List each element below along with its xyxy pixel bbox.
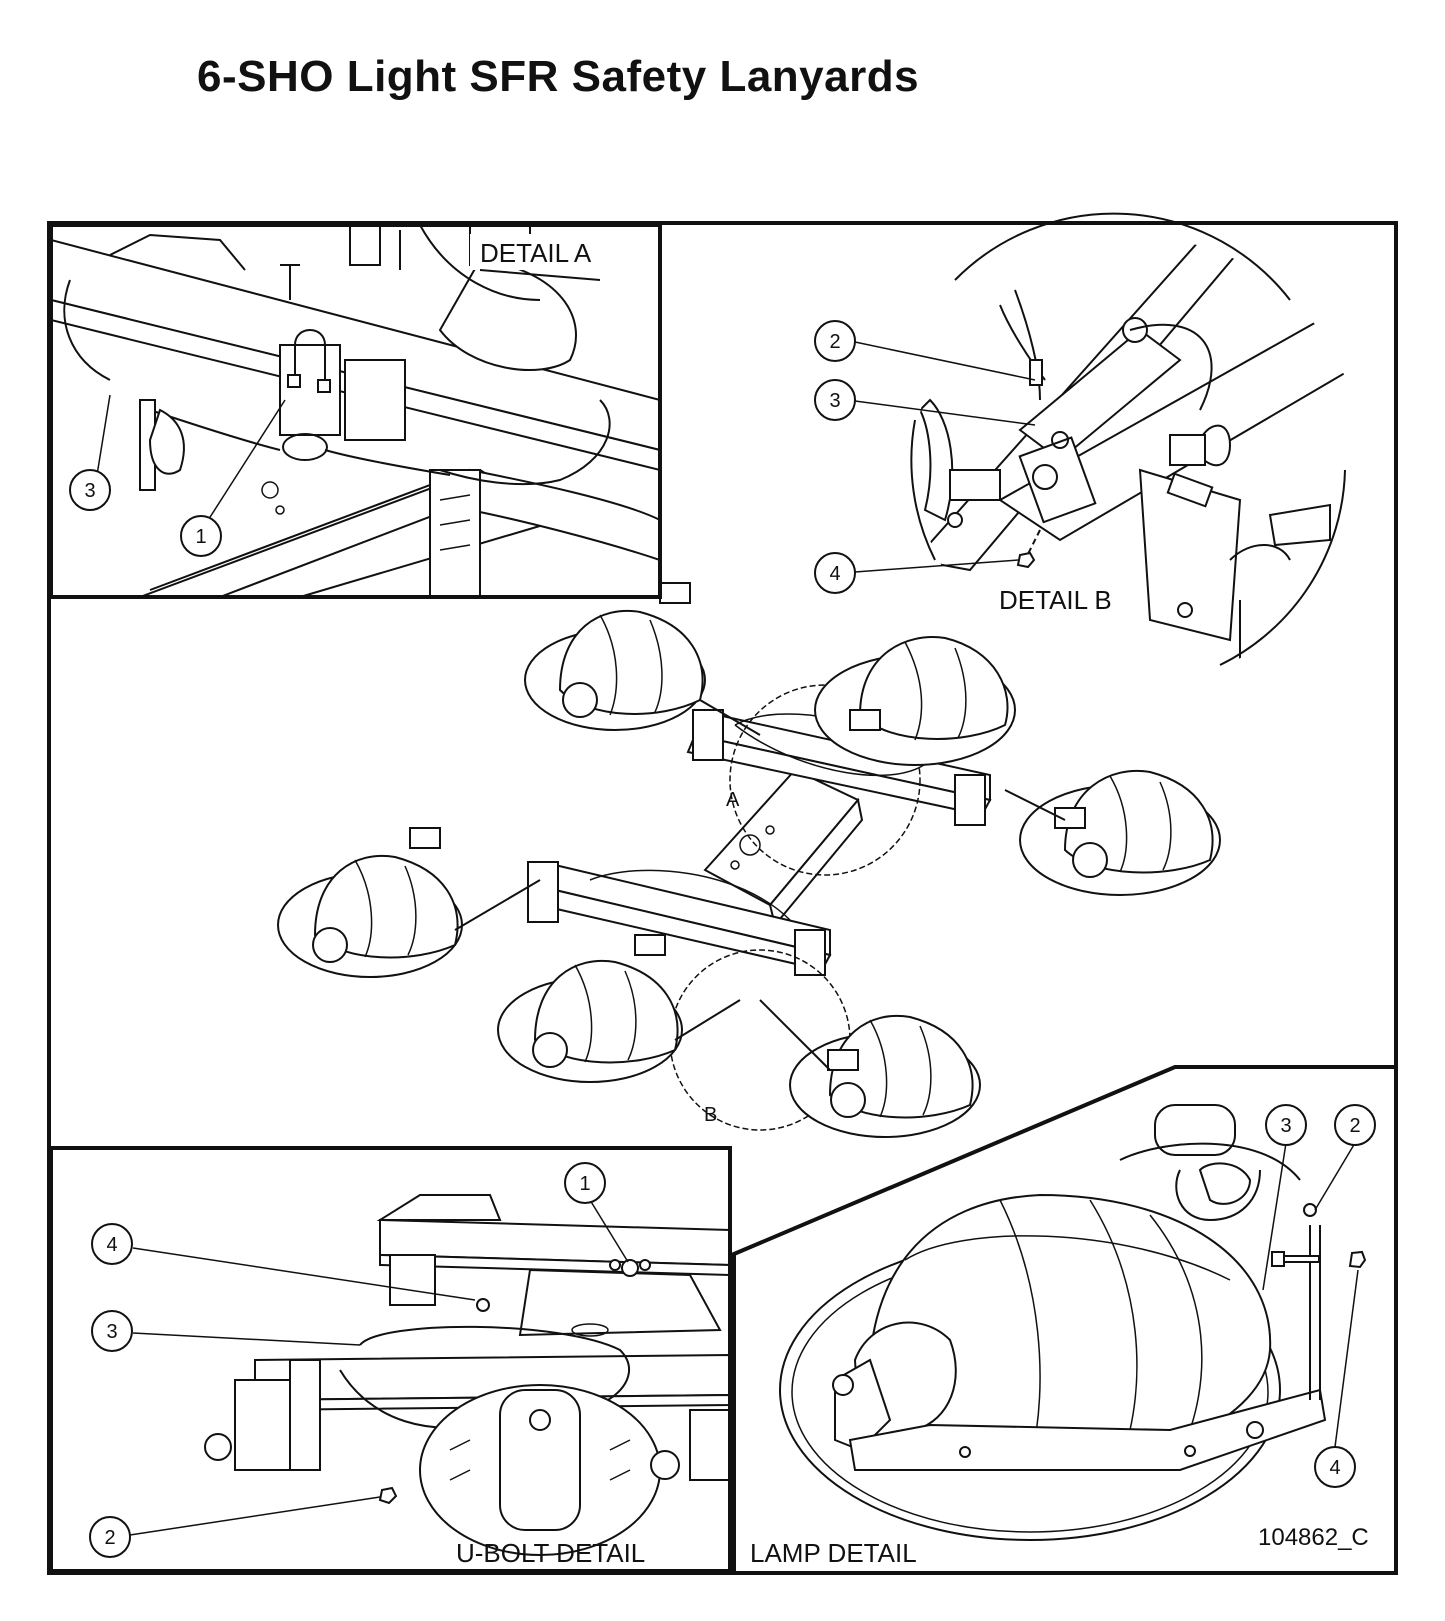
callout-3-ubolt: 3 (91, 1310, 133, 1352)
svg-text:4: 4 (1329, 1457, 1340, 1479)
svg-text:3: 3 (106, 1321, 117, 1343)
detail-b-panel: DETAIL B 2 3 4 (814, 212, 1352, 666)
svg-text:2: 2 (104, 1527, 115, 1549)
callout-2-ubolt: 2 (89, 1516, 131, 1558)
page-title: 6-SHO Light SFR Safety Lanyards (197, 52, 920, 101)
callout-4-ubolt: 4 (91, 1223, 133, 1265)
svg-text:3: 3 (829, 390, 840, 412)
lamp-upper-left (524, 582, 706, 731)
svg-text:2: 2 (1349, 1115, 1360, 1137)
callout-4-detail-b: 4 (814, 552, 856, 594)
detail-b-marker: B (704, 1104, 717, 1126)
drawing-number: 104862_C (1258, 1524, 1369, 1551)
lamp-detail-label: LAMP DETAIL (750, 1538, 917, 1568)
main-assembly: A B (277, 582, 1221, 1138)
svg-text:3: 3 (1280, 1115, 1291, 1137)
svg-text:1: 1 (579, 1173, 590, 1195)
lamp-lower-center (497, 934, 683, 1083)
detail-a-marker: A (726, 789, 740, 811)
lamp-upper-center (814, 636, 1016, 766)
lamp-detail-panel: LAMP DETAIL 3 2 4 104862_C (732, 1065, 1394, 1571)
ubolt-detail-panel: U-BOLT DETAIL 1 4 3 2 (49, 1146, 732, 1573)
detail-b-label: DETAIL B (999, 585, 1112, 615)
callout-3-detail-b: 3 (814, 379, 856, 421)
callout-1-detail-a: 1 (180, 515, 222, 557)
callout-3-detail-a: 3 (69, 469, 111, 511)
lamp-lower-right (789, 1014, 981, 1138)
svg-text:3: 3 (84, 480, 95, 502)
svg-text:4: 4 (106, 1234, 117, 1256)
detail-a-panel: DETAIL A 3 1 (49, 223, 662, 599)
lamp-right (1019, 769, 1221, 896)
callout-2-detail-b: 2 (814, 320, 856, 362)
lamp-left (277, 827, 463, 978)
svg-text:4: 4 (829, 563, 840, 585)
callout-1-ubolt: 1 (564, 1162, 606, 1204)
callout-3-lamp: 3 (1265, 1104, 1307, 1146)
svg-text:2: 2 (829, 331, 840, 353)
callout-4-lamp: 4 (1314, 1446, 1356, 1488)
detail-a-label: DETAIL A (480, 238, 592, 268)
svg-text:1: 1 (195, 526, 206, 548)
ubolt-detail-label: U-BOLT DETAIL (456, 1538, 645, 1568)
callout-2-lamp: 2 (1334, 1104, 1376, 1146)
